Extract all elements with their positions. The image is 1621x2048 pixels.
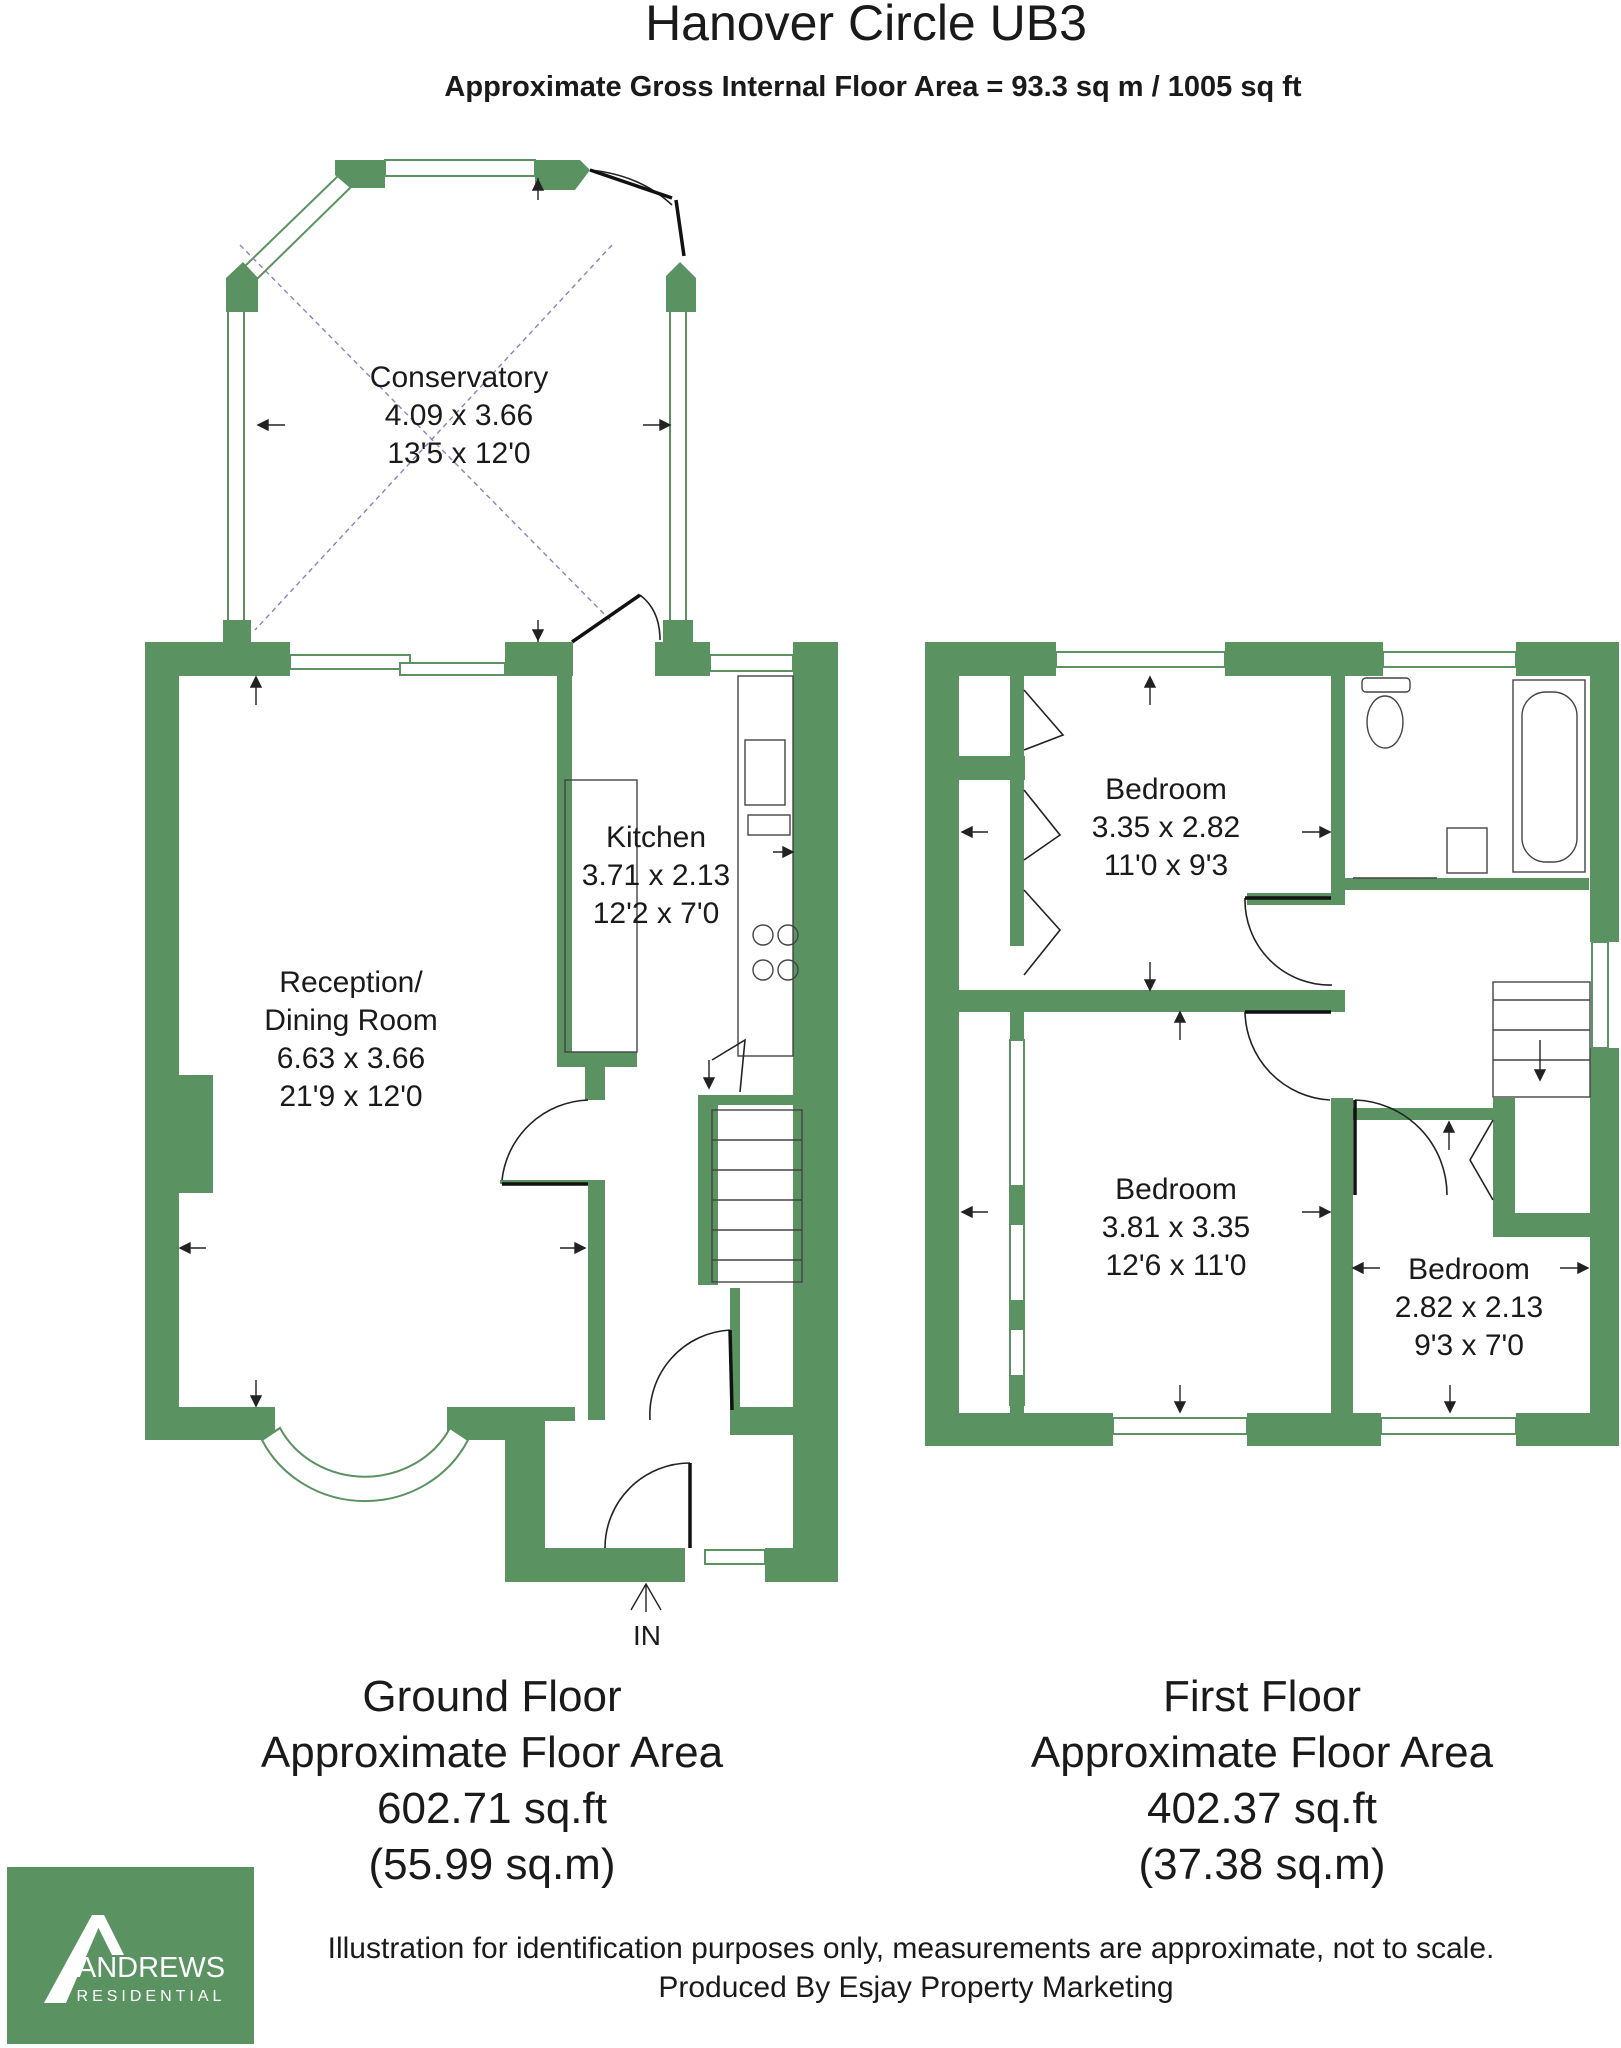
room-label-conservatory: Conservatory 4.09 x 3.66 13'5 x 12'0 bbox=[370, 361, 548, 470]
floor-name: Ground Floor bbox=[362, 1672, 621, 1721]
ground-floor-summary: Ground Floor Approximate Floor Area 602.… bbox=[261, 1672, 724, 1889]
entrance-label: IN bbox=[633, 1620, 661, 1651]
room-imperial: 21'9 x 12'0 bbox=[279, 1080, 422, 1113]
room-imperial: 13'5 x 12'0 bbox=[387, 437, 530, 470]
room-name: Dining Room bbox=[264, 1004, 437, 1037]
floor-area-label: Approximate Floor Area bbox=[1031, 1728, 1494, 1777]
room-imperial: 12'6 x 11'0 bbox=[1105, 1249, 1246, 1282]
room-metric: 4.09 x 3.66 bbox=[385, 399, 533, 432]
room-metric: 3.81 x 3.35 bbox=[1102, 1211, 1250, 1244]
room-name: Bedroom bbox=[1115, 1173, 1237, 1206]
floor-area-label: Approximate Floor Area bbox=[261, 1728, 724, 1777]
room-metric: 3.35 x 2.82 bbox=[1092, 811, 1240, 844]
room-metric: 6.63 x 3.66 bbox=[277, 1042, 425, 1075]
floor-area-sqft: 402.37 sq.ft bbox=[1147, 1784, 1377, 1833]
room-name: Bedroom bbox=[1408, 1253, 1530, 1286]
room-imperial: 11'0 x 9'3 bbox=[1104, 849, 1228, 882]
room-label-bedroom-1: Bedroom 3.35 x 2.82 11'0 x 9'3 bbox=[1092, 773, 1240, 882]
first-floor-plan bbox=[925, 642, 1619, 1446]
logo-tagline: RESIDENTIAL bbox=[77, 1988, 226, 2005]
room-name: Conservatory bbox=[370, 361, 548, 394]
room-metric: 3.71 x 2.13 bbox=[582, 859, 730, 892]
room-metric: 2.82 x 2.13 bbox=[1395, 1291, 1543, 1324]
floor-area-sqm: (55.99 sq.m) bbox=[369, 1840, 616, 1889]
ground-floor-dimension-arrows bbox=[178, 178, 795, 1612]
room-name: Kitchen bbox=[606, 821, 706, 854]
room-label-bedroom-2: Bedroom 3.81 x 3.35 12'6 x 11'0 bbox=[1102, 1173, 1250, 1282]
disclaimer-text: Illustration for identification purposes… bbox=[328, 1932, 1495, 1965]
plan-subtitle: Approximate Gross Internal Floor Area = … bbox=[444, 71, 1301, 103]
ground-floor-plan bbox=[145, 159, 838, 1582]
first-floor-dimension-arrows bbox=[960, 675, 1590, 1414]
room-label-bedroom-3: Bedroom 2.82 x 2.13 9'3 x 7'0 bbox=[1395, 1253, 1543, 1362]
floor-name: First Floor bbox=[1163, 1672, 1361, 1721]
room-name: Bedroom bbox=[1105, 773, 1227, 806]
room-label-reception: Reception/ Dining Room 6.63 x 3.66 21'9 … bbox=[264, 966, 437, 1113]
plan-title: Hanover Circle UB3 bbox=[645, 0, 1087, 51]
room-name: Reception/ bbox=[279, 966, 423, 999]
floor-area-sqft: 602.71 sq.ft bbox=[377, 1784, 607, 1833]
floor-area-sqm: (37.38 sq.m) bbox=[1139, 1840, 1386, 1889]
room-label-kitchen: Kitchen 3.71 x 2.13 12'2 x 7'0 bbox=[582, 821, 730, 930]
room-imperial: 9'3 x 7'0 bbox=[1414, 1329, 1524, 1362]
producer-credit: Produced By Esjay Property Marketing bbox=[658, 1971, 1173, 2004]
conservatory-glazing bbox=[223, 159, 696, 648]
room-imperial: 12'2 x 7'0 bbox=[593, 897, 720, 930]
first-floor-summary: First Floor Approximate Floor Area 402.3… bbox=[1031, 1672, 1494, 1889]
logo-name: ANDREWS bbox=[77, 1952, 225, 1984]
andrews-residential-logo: ANDREWS RESIDENTIAL bbox=[7, 1867, 254, 2044]
